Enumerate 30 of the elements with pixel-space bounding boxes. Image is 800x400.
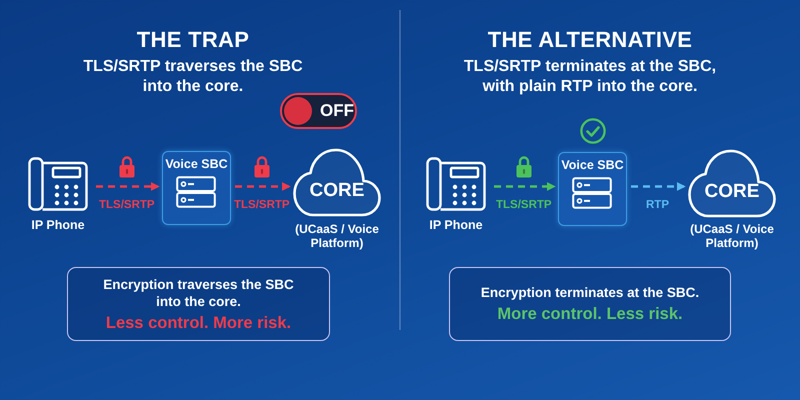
dashed-arrow <box>631 182 686 191</box>
cloud-shape <box>293 148 381 218</box>
edge-label: RTP <box>646 198 669 212</box>
summary-panel <box>449 267 731 341</box>
panel-heading: THE TRAP <box>136 27 250 53</box>
dashed-arrow <box>494 182 556 191</box>
sbc-box <box>558 152 627 226</box>
cloud-label: CORE <box>308 180 366 202</box>
summary-verdict: Less control. More risk. <box>106 312 292 332</box>
cloud-label: CORE <box>704 181 760 203</box>
toggle-switch: OFF <box>280 93 357 129</box>
device-label: Voice SBC <box>560 158 625 173</box>
summary-text: Encryption traverses the SBC into the core. <box>102 276 295 310</box>
edge-label: TLS/SRTP <box>234 198 290 212</box>
panel-heading: THE ALTERNATIVE <box>486 27 694 53</box>
edge-label: TLS/SRTP <box>496 198 552 212</box>
device-label: IP Phone <box>30 218 86 233</box>
summary-text: Encryption terminates at the SBC. <box>480 284 700 301</box>
summary-panel <box>67 267 330 341</box>
panel-subtitle: TLS/SRTP terminates at the SBC, with plain RTP into the core. <box>462 57 718 97</box>
node-caption: (UCaaS / Voice Platform) <box>689 223 775 250</box>
node-caption: (UCaaS / Voice Platform) <box>294 223 380 250</box>
device-label: Voice SBC <box>164 157 229 172</box>
device-label: IP Phone <box>428 218 484 233</box>
sbc-box <box>162 151 231 225</box>
dashed-arrow <box>96 182 160 191</box>
dashed-arrow <box>235 182 291 191</box>
summary-verdict: More control. Less risk. <box>497 304 683 324</box>
edge-label: TLS/SRTP <box>99 198 155 212</box>
cloud-shape <box>688 149 776 219</box>
